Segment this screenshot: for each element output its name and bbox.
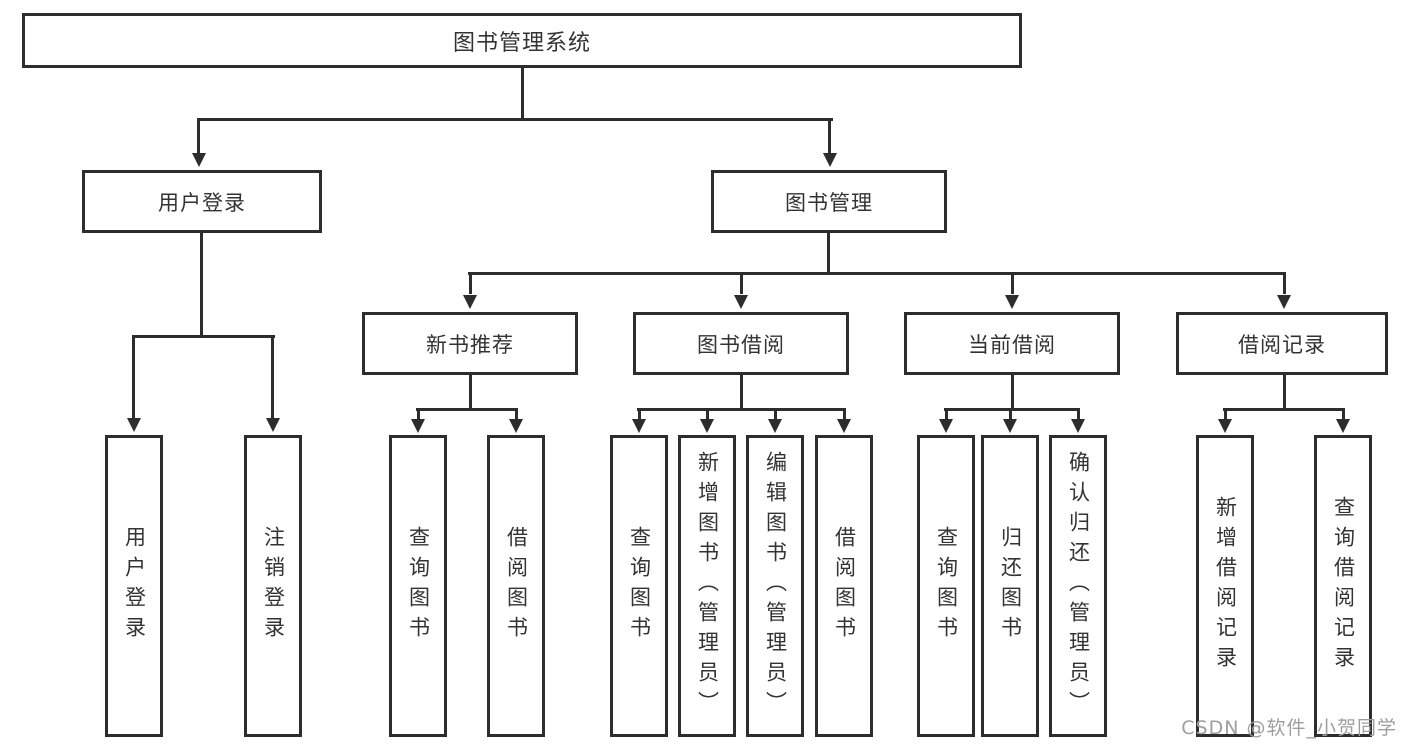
node-current-borrow: 当前借阅 (904, 312, 1120, 375)
connector-drop-recommend (469, 272, 472, 294)
arrow-down-icon (1071, 419, 1085, 433)
connector-drop-borrow (740, 272, 743, 294)
node-leaf-add-borrow-record: 新增借阅记录 (1196, 435, 1254, 737)
connector-current-branch (944, 408, 1080, 411)
arrow-down-icon (1277, 295, 1291, 309)
connector-drop (1077, 408, 1080, 420)
leaf-label: 借阅图书 (832, 526, 857, 646)
connector-drop (706, 408, 709, 420)
connector-root-stem (521, 68, 524, 118)
connector-drop-current (1011, 272, 1014, 294)
connector-drop (843, 408, 846, 420)
arrow-down-icon (127, 418, 141, 432)
arrow-down-icon (1336, 419, 1350, 433)
connector-drop (638, 408, 641, 420)
node-user-login: 用户登录 (82, 170, 322, 233)
arrow-down-icon (768, 419, 782, 433)
node-borrow-records: 借阅记录 (1176, 312, 1388, 375)
connector-drop-user-login (197, 118, 200, 154)
connector-drop-leaf-user-login (132, 335, 135, 419)
arrow-down-icon (1218, 419, 1232, 433)
node-leaf-add-book-admin: 新增图书（管理员） (678, 435, 736, 737)
arrow-down-icon (1003, 419, 1017, 433)
connector-drop-book-mgmt (828, 118, 831, 154)
connector-user-login-branch (132, 335, 275, 338)
arrow-down-icon (411, 419, 425, 433)
connector-borrow-branch (637, 408, 846, 411)
leaf-label: 编辑图书（管理员） (763, 451, 788, 721)
node-new-book-recommend: 新书推荐 (362, 312, 578, 375)
connector-records-stem (1283, 375, 1286, 408)
node-book-management: 图书管理 (711, 170, 947, 233)
leaf-label: 用户登录 (122, 526, 147, 646)
arrow-down-icon (837, 419, 851, 433)
connector-borrow-stem (740, 375, 743, 408)
arrow-down-icon (632, 419, 646, 433)
leaf-label: 查询图书 (934, 526, 959, 646)
leaf-label: 查询图书 (406, 526, 431, 646)
arrow-down-icon (700, 419, 714, 433)
csdn-watermark: CSDN @软件_小贺同学 (1181, 717, 1397, 739)
arrow-down-icon (463, 295, 477, 309)
connector-drop (1342, 408, 1345, 420)
connector-user-login-stem (200, 233, 203, 335)
node-leaf-query-books-borrow: 查询图书 (610, 435, 668, 737)
node-leaf-user-login: 用户登录 (105, 435, 163, 737)
connector-drop-leaf-logout (271, 335, 274, 419)
connector-book-mgmt-stem (827, 233, 830, 272)
arrow-down-icon (823, 153, 837, 167)
arrow-down-icon (939, 419, 953, 433)
arrow-down-icon (266, 418, 280, 432)
connector-drop (1224, 408, 1227, 420)
connector-recommend-stem (469, 375, 472, 408)
node-leaf-borrow-books-recommend: 借阅图书 (487, 435, 545, 737)
leaf-label: 借阅图书 (504, 526, 529, 646)
connector-drop-records (1283, 272, 1286, 294)
connector-drop (774, 408, 777, 420)
connector-current-stem (1011, 375, 1014, 408)
node-book-borrow: 图书借阅 (633, 312, 849, 375)
connector-records-branch (1223, 408, 1345, 411)
leaf-label: 查询图书 (627, 526, 652, 646)
leaf-label: 归还图书 (998, 526, 1023, 646)
connector-drop (515, 408, 518, 420)
leaf-label: 确认归还（管理员） (1066, 451, 1091, 721)
leaf-label: 新增借阅记录 (1213, 496, 1238, 676)
node-leaf-edit-book-admin: 编辑图书（管理员） (746, 435, 804, 737)
node-leaf-return-books: 归还图书 (981, 435, 1039, 737)
node-leaf-borrow-books: 借阅图书 (815, 435, 873, 737)
leaf-label: 查询借阅记录 (1331, 496, 1356, 676)
connector-drop (945, 408, 948, 420)
leaf-label: 新增图书（管理员） (695, 451, 720, 721)
arrow-down-icon (192, 153, 206, 167)
connector-recommend-branch (416, 408, 518, 411)
arrow-down-icon (734, 295, 748, 309)
node-leaf-query-borrow-record: 查询借阅记录 (1314, 435, 1372, 737)
arrow-down-icon (509, 419, 523, 433)
arrow-down-icon (1005, 295, 1019, 309)
node-leaf-confirm-return-admin: 确认归还（管理员） (1049, 435, 1107, 737)
connector-level1-branch (197, 118, 833, 121)
connector-drop (1009, 408, 1012, 420)
connector-level3-branch (468, 272, 1285, 275)
connector-drop (417, 408, 420, 420)
node-leaf-query-books-recommend: 查询图书 (389, 435, 447, 737)
node-library-system: 图书管理系统 (22, 13, 1022, 68)
leaf-label: 注销登录 (261, 526, 286, 646)
node-leaf-logout: 注销登录 (244, 435, 302, 737)
node-leaf-query-books-current: 查询图书 (917, 435, 975, 737)
